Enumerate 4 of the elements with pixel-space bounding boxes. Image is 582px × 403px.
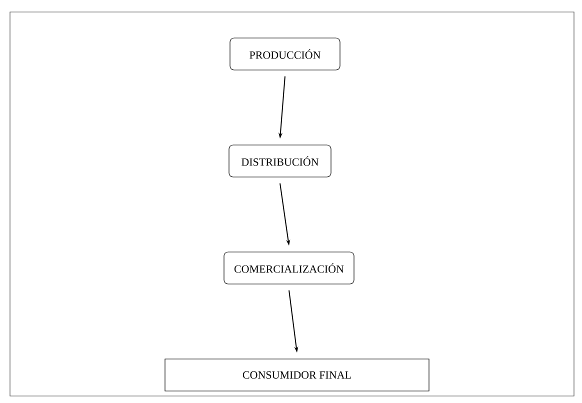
process-box: COMERCIALIZACIÓN — [224, 252, 354, 284]
process-box: PRODUCCIÓN — [230, 38, 340, 70]
process-box: DISTRIBUCIÓN — [228, 144, 332, 178]
result-box: CONSUMIDOR FINAL — [164, 358, 430, 392]
